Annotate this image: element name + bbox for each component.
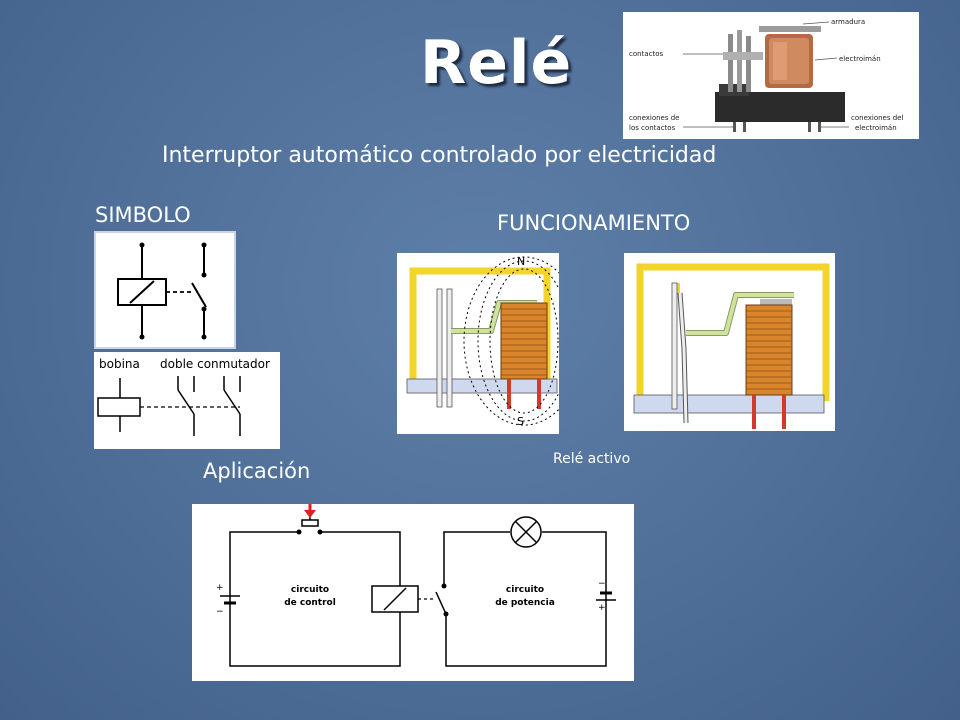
power-circuit-label-1: circuito: [506, 585, 544, 595]
control-minus-sign: −: [216, 607, 224, 617]
power-circuit-label-2: de potencia: [495, 598, 555, 608]
label-electroiman: electroimán: [839, 55, 881, 63]
power-minus-sign: −: [598, 579, 606, 589]
label-conexiones-contactos-1: conexiones de: [629, 114, 680, 122]
double-switch-symbol: bobina doble conmutador: [94, 352, 280, 449]
label-doble-conmutador: doble conmutador: [160, 357, 270, 371]
north-pole-label: N: [517, 255, 525, 268]
slide-title: Relé: [420, 28, 573, 98]
active-caption: Relé activo: [553, 451, 631, 467]
relay-diagram-active: [624, 253, 835, 431]
control-circuit-label-2: de control: [284, 598, 336, 608]
application-circuit: + − circuito de control − + circuito de …: [192, 504, 634, 681]
label-bobina: bobina: [99, 357, 140, 371]
function-heading: FUNCIONAMIENTO: [497, 211, 691, 235]
label-conexiones-electroiman-1: conexiones del: [851, 114, 903, 122]
symbol-heading: SIMBOLO: [95, 203, 191, 227]
south-pole-label: S: [517, 415, 524, 428]
relay-symbol: [94, 231, 236, 349]
power-plus-sign: +: [598, 603, 606, 613]
slide-subtitle: Interruptor automático controlado por el…: [162, 143, 717, 168]
relay-diagram-inactive: N S: [397, 253, 559, 434]
label-conexiones-electroiman-2: electroimán: [855, 124, 897, 132]
control-plus-sign: +: [216, 583, 224, 593]
label-contactos: contactos: [629, 50, 663, 58]
label-conexiones-contactos-2: los contactos: [629, 124, 676, 132]
application-heading: Aplicación: [203, 459, 311, 483]
label-armadura: armadura: [831, 18, 865, 26]
control-circuit-label-1: circuito: [291, 585, 329, 595]
relay-photo: armadura contactos electroimán conexione…: [623, 12, 919, 139]
